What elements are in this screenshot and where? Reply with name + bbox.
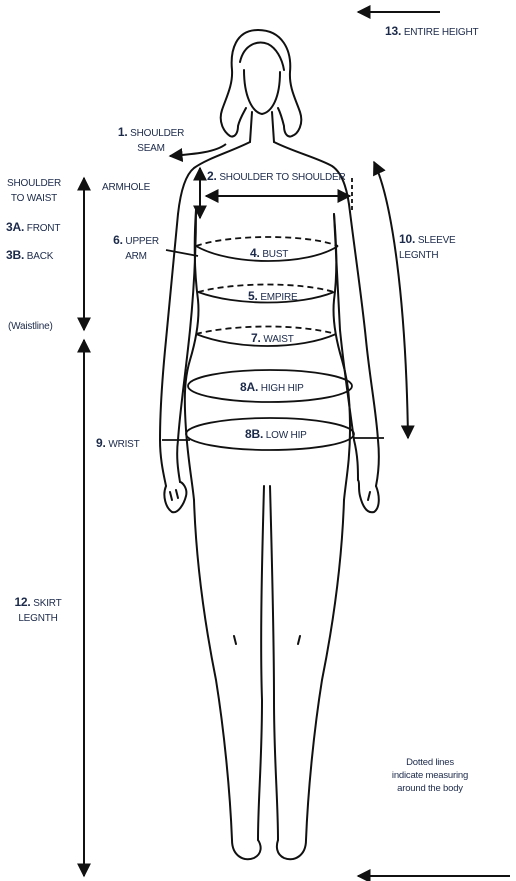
- label-back: 3B. BACK: [6, 247, 53, 264]
- label-entire-height: 13. ENTIRE HEIGHT: [385, 23, 478, 40]
- label-low-hip: 8B. LOW HIP: [245, 426, 307, 443]
- label-shoulder-seam: 1. SHOULDER SEAM: [108, 124, 194, 155]
- label-skirt-length: 12. SKIRT LEGNTH: [8, 594, 68, 625]
- label-armhole: ARMHOLE: [102, 180, 150, 195]
- label-high-hip: 8A. HIGH HIP: [240, 379, 304, 396]
- sleeve-length-arrow: [374, 162, 408, 438]
- label-upper-arm: 6. UPPER ARM: [104, 232, 168, 263]
- label-front: 3A. FRONT: [6, 219, 60, 236]
- figure-head: [221, 30, 302, 142]
- dotted-lines-note: Dotted lines indicate measuring around t…: [378, 757, 482, 795]
- label-sleeve-length: 10. SLEEVE LEGNTH: [399, 231, 456, 262]
- label-empire: 5. EMPIRE: [248, 288, 297, 305]
- upper-arm-line: [166, 250, 198, 256]
- label-shoulder-to-waist: SHOULDER TO WAIST: [4, 176, 64, 205]
- label-wrist: 9. WRIST: [96, 435, 140, 452]
- label-waist: 7. WAIST: [251, 330, 294, 347]
- label-waistline: (Waistline): [8, 319, 53, 334]
- label-bust: 4. BUST: [250, 245, 288, 262]
- label-shoulder-to-shoulder: 2. SHOULDER TO SHOULDER: [207, 168, 346, 185]
